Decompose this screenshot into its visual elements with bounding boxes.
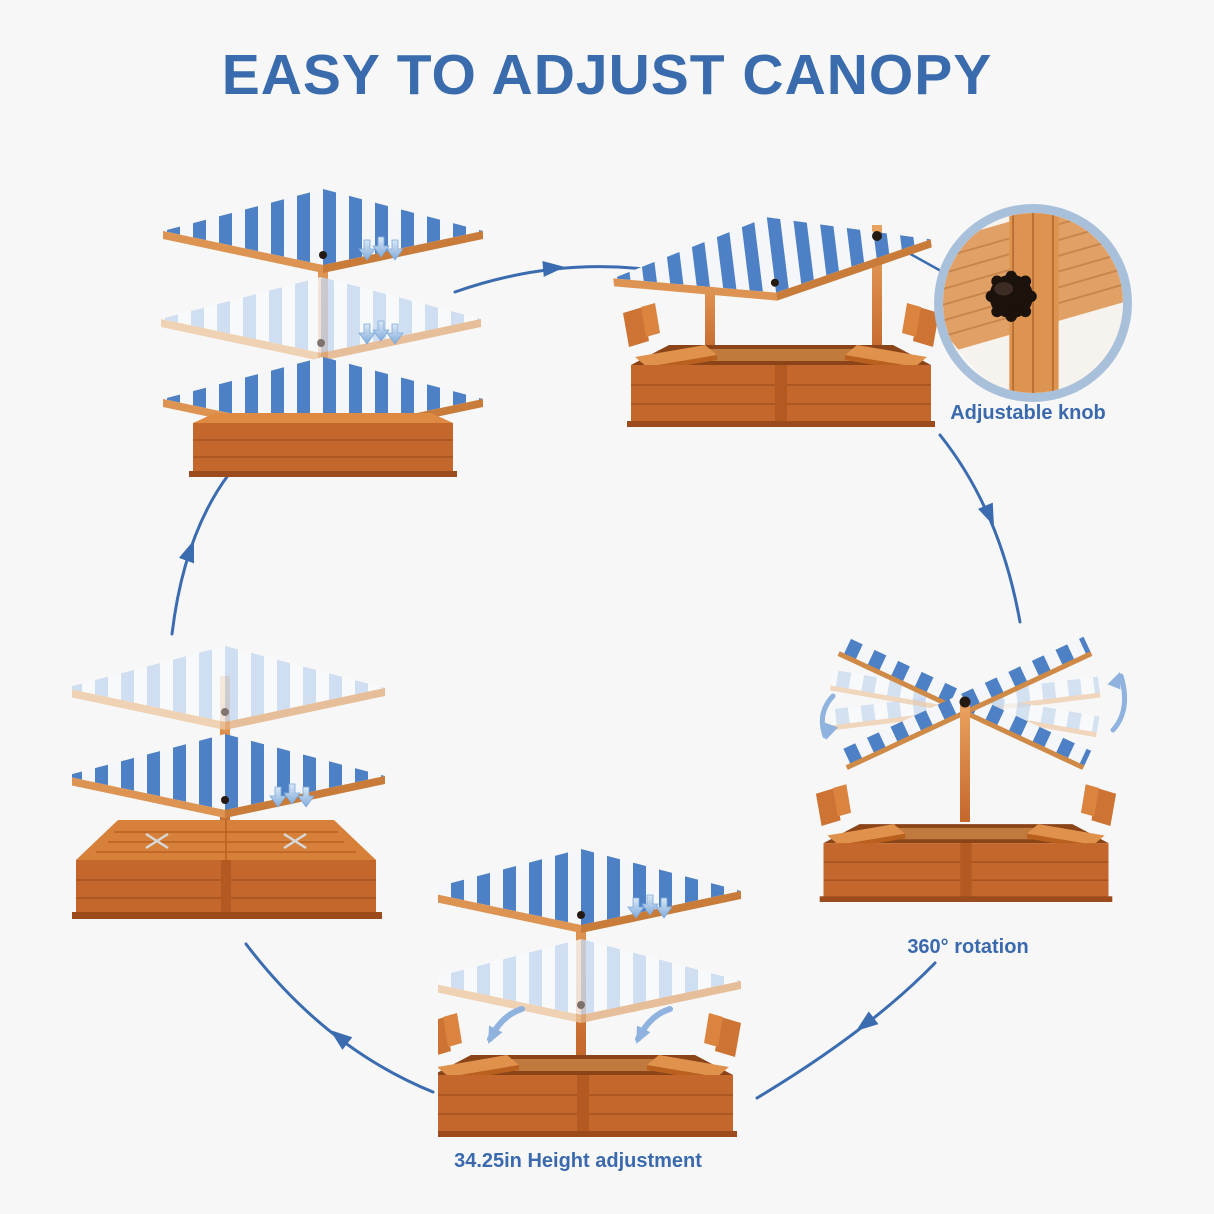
label-rotation: 360° rotation <box>907 936 1029 958</box>
magnifier-circle <box>934 204 1132 402</box>
down-arrows-icon <box>358 236 404 261</box>
down-arrows-icon <box>269 783 315 808</box>
canopy-top <box>610 197 936 321</box>
sandbox-with-benches <box>438 1012 742 1138</box>
flow-arrowhead-bottom-right <box>856 1011 879 1031</box>
support-pole <box>872 225 882 357</box>
page-title: EASY TO ADJUST CANOPY <box>221 43 993 107</box>
canopy-position-low <box>438 939 741 1023</box>
figure-rotation <box>815 618 1145 938</box>
rotation-arrow-icon <box>1110 673 1128 733</box>
flow-arrowhead-right <box>978 502 994 526</box>
label-adjustable-knob: Adjustable knob <box>950 402 1106 424</box>
canopy-position-middle <box>161 277 481 361</box>
figure-height-stack <box>155 175 490 490</box>
flow-arrow-bottom-left <box>244 942 435 1094</box>
rotation-hub-knob <box>959 696 971 708</box>
figure-closed-sandbox <box>72 640 397 935</box>
flow-arrowhead-top <box>542 260 565 277</box>
canopy-position-top <box>72 646 385 730</box>
down-arrows-icon <box>358 320 404 345</box>
adjustable-knob-dot <box>872 231 882 241</box>
figure-overview <box>610 195 960 480</box>
figure-height-adjustment <box>438 845 778 1157</box>
canopy-position-top <box>163 189 483 273</box>
sandbox-box <box>188 412 458 478</box>
flow-arrow-bottom-right <box>755 961 937 1100</box>
flow-arrowhead-bottom-left <box>330 1030 353 1050</box>
down-arrows-icon <box>627 894 673 919</box>
canopy-position-top <box>438 849 741 933</box>
support-pole <box>960 702 970 822</box>
support-pole <box>705 265 715 357</box>
rotation-arrow-icon <box>819 693 836 739</box>
knob-icon <box>985 270 1037 322</box>
flow-arrowhead-left <box>178 540 194 564</box>
canopy-position-low <box>72 734 385 818</box>
sandbox-closed-lid <box>72 818 384 921</box>
flow-arrow-left <box>170 472 231 636</box>
label-height-adjustment: 34.25in Height adjustment <box>454 1150 702 1172</box>
sandbox-with-benches <box>622 302 940 428</box>
